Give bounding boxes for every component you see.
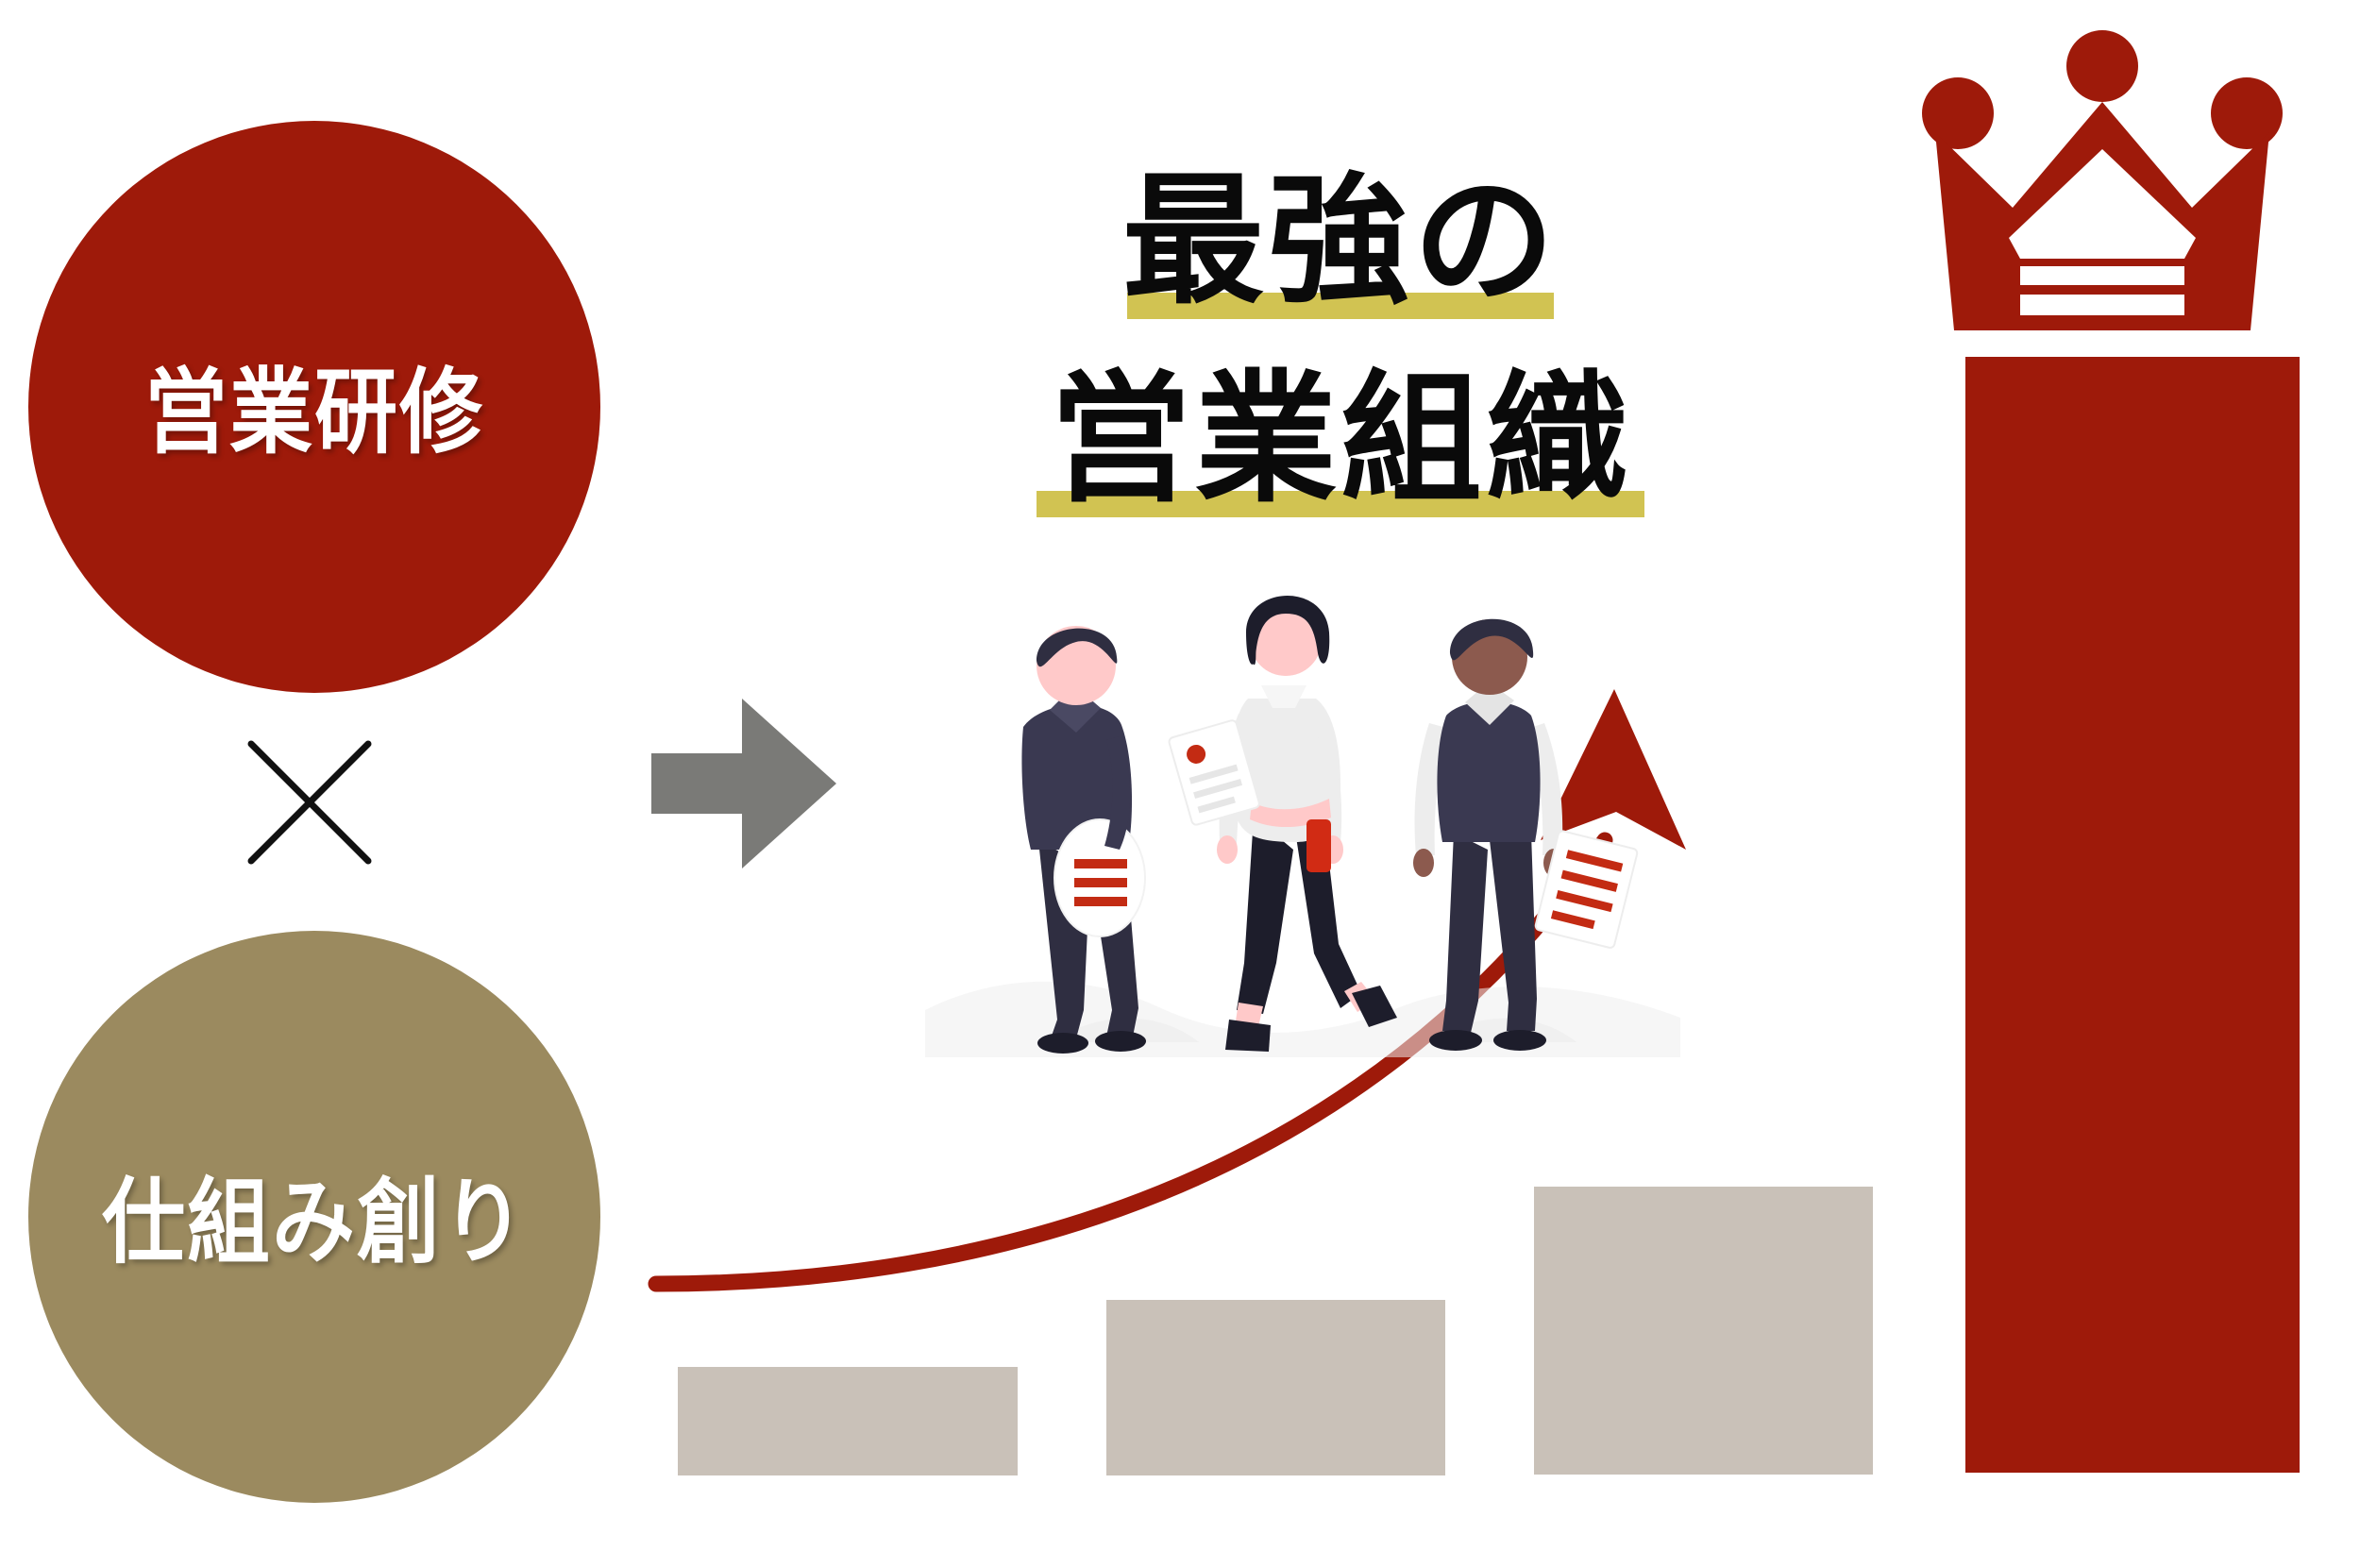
page-title-line-2-text: 営業組織 xyxy=(1049,356,1631,522)
badge-sales-training[interactable]: 営業研修 xyxy=(28,121,600,693)
multiplication-icon xyxy=(244,736,376,868)
page-title-line-1-text: 最強の xyxy=(1121,158,1559,324)
chart-bar-1 xyxy=(678,1367,1018,1475)
chart-bar-4-highlight xyxy=(1965,357,2300,1473)
person-left xyxy=(1021,626,1146,1054)
page-title: 最強の 営業組織 xyxy=(982,160,1699,538)
badge-system-creation[interactable]: 仕組み創り xyxy=(28,931,600,1503)
badge-sales-training-label: 営業研修 xyxy=(143,357,484,467)
chart-bar-3 xyxy=(1534,1187,1873,1475)
person-right xyxy=(1413,618,1639,1051)
badge-system-creation-label: 仕組み創り xyxy=(101,1167,527,1277)
title-highlight-bar-2 xyxy=(1037,491,1644,517)
crown-icon xyxy=(1918,28,2286,354)
page-title-line-2: 営業組織 xyxy=(982,359,1699,538)
person-middle xyxy=(1168,595,1397,1052)
business-people-illustration xyxy=(925,566,1680,1095)
page-title-line-1: 最強の xyxy=(982,160,1699,340)
growth-curve-arrow-icon xyxy=(585,529,1926,1312)
title-highlight-bar-1 xyxy=(1127,293,1554,319)
right-arrow-icon xyxy=(651,699,840,868)
chart-bar-2 xyxy=(1106,1300,1445,1475)
